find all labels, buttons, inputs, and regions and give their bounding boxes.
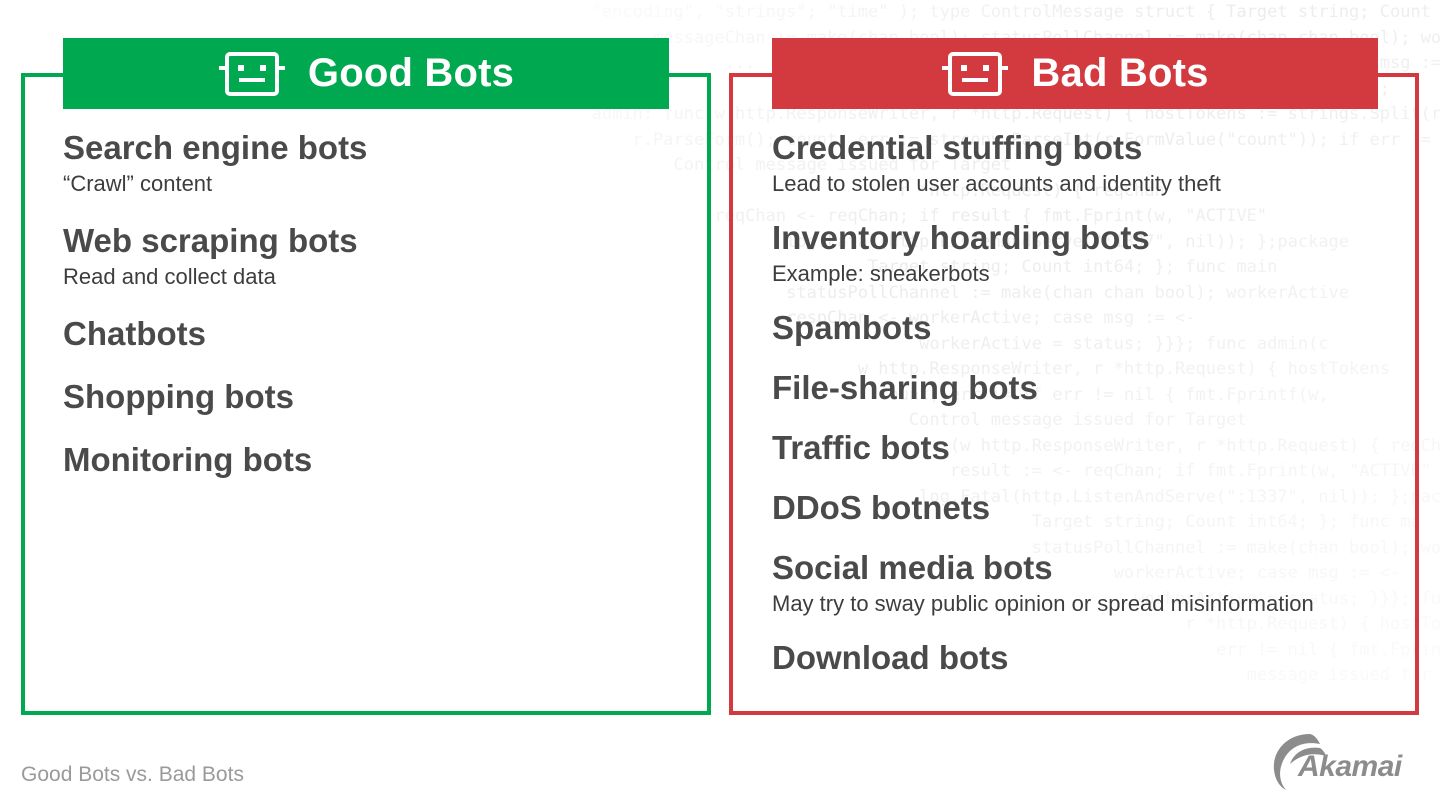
background-code-line: admin: func(w http.ResponseWriter, r *ht… xyxy=(520,104,1440,124)
bot-type-title: Monitoring bots xyxy=(63,441,313,478)
bot-type-title: Credential stuffing bots xyxy=(772,129,1143,166)
background-code-line: log.Fatal(http.ListenAndServe(":1337", n… xyxy=(520,231,1350,252)
bot-type-description: Read and collect data xyxy=(63,264,276,289)
list-item: Monitoring bots xyxy=(63,440,683,480)
akamai-logo-text: Akamai xyxy=(1298,750,1402,783)
good-bots-banner: Good Bots xyxy=(63,38,669,109)
background-code-line: statusPollChannel := make(chan bool); wo… xyxy=(520,537,1440,558)
bot-type-title: Search engine bots xyxy=(63,129,368,166)
list-item: Chatbots xyxy=(63,314,683,354)
list-item: Traffic bots xyxy=(772,428,1412,468)
background-code-line: w http.ResponseWriter, r *http.Request) … xyxy=(520,359,1390,379)
robot-face-icon xyxy=(218,51,285,96)
background-code-texture: "encoding", "strings"; "time" ); type Co… xyxy=(520,0,1440,700)
bot-type-title: Traffic bots xyxy=(772,429,950,466)
list-item: DDoS botnets xyxy=(772,488,1412,528)
robot-face-icon xyxy=(942,51,1009,96)
bot-type-title: Download bots xyxy=(772,639,1009,676)
background-code-line: log.Fatal(http.ListenAndServe(":1337", n… xyxy=(520,486,1440,507)
bot-type-title: Spambots xyxy=(772,309,932,346)
background-code-line: workerActive = status; }}}; func xyxy=(520,588,1440,609)
background-code-line: Target string; Count int64; }; func ma xyxy=(520,512,1421,532)
background-code-line: respChan <- workerActive; case msg := <- xyxy=(520,308,1196,328)
bot-type-description: Lead to stolen user accounts and identit… xyxy=(772,171,1221,196)
background-code-line: Control message issued for Target xyxy=(520,155,1012,175)
background-code-line: r *http.Request) { reqChan xyxy=(520,180,1165,201)
footer-caption: Good Bots vs. Bad Bots xyxy=(21,763,244,786)
background-code-line: result := <- reqChan; if fmt.Fprint(w, "… xyxy=(520,461,1431,481)
bot-type-title: DDoS botnets xyxy=(772,489,991,526)
list-item: Spambots xyxy=(772,308,1412,348)
background-code-line: Control message issued for Target xyxy=(520,410,1247,430)
background-code-line: r *http.Request) { hostTok xyxy=(520,614,1440,634)
background-code-line: Target string; Count int64; }; func main xyxy=(520,257,1278,277)
bad-bots-title: Bad Bots xyxy=(1031,51,1209,95)
list-item: Shopping bots xyxy=(63,377,683,417)
background-code-line: (w http.ResponseWriter, r *http.Request)… xyxy=(520,435,1440,456)
list-item: File-sharing bots xyxy=(772,368,1412,408)
list-item: Search engine bots “Crawl” content xyxy=(63,128,683,198)
bot-type-title: Chatbots xyxy=(63,315,206,352)
list-item: Download bots xyxy=(772,638,1412,678)
background-code-line: workerActive; case msg := <- xyxy=(520,563,1401,583)
background-code-line: count, err := if err != nil { fmt.Fprint… xyxy=(520,384,1329,405)
akamai-logo: Akamai xyxy=(1270,730,1420,792)
bad-bots-banner: Bad Bots xyxy=(772,38,1378,109)
bot-type-title: Shopping bots xyxy=(63,378,294,415)
bot-type-title: Inventory hoarding bots xyxy=(772,219,1150,256)
background-code-line: workerActive = status; }}}; func admin(c xyxy=(520,333,1329,354)
bot-type-description: “Crawl” content xyxy=(63,171,213,196)
bot-type-title: Web scraping bots xyxy=(63,222,358,259)
good-bots-title: Good Bots xyxy=(307,51,515,95)
akamai-wave-logo xyxy=(1273,734,1326,790)
bot-type-description: May try to sway public opinion or spread… xyxy=(772,591,1314,616)
bot-type-title: Social media bots xyxy=(772,549,1053,586)
bot-type-description: Example: sneakerbots xyxy=(772,261,990,286)
background-code-line: "encoding", "strings"; "time" ); type Co… xyxy=(520,2,1440,22)
background-code-line: statusPollChannel := make(chan chan bool… xyxy=(520,282,1350,303)
bot-type-title: File-sharing bots xyxy=(772,369,1038,406)
